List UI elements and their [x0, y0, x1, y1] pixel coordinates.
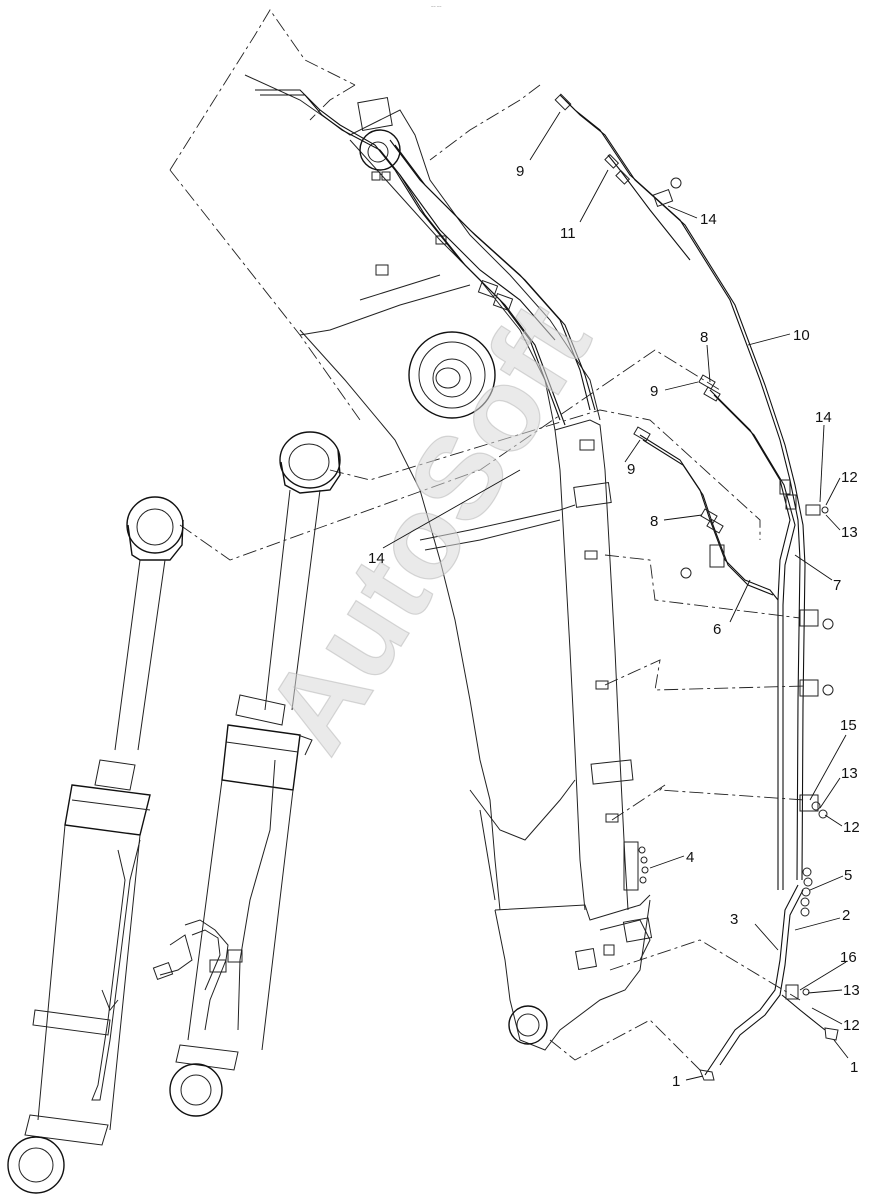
watermark-text: AutoSoft [240, 281, 616, 773]
callout-14a: 14 [700, 211, 717, 228]
callout-12b: 12 [843, 819, 860, 836]
callout-12c: 12 [843, 1017, 860, 1034]
hose-assemblies [554, 93, 839, 1081]
callout-13a: 13 [841, 524, 858, 541]
boom-top-pipes [255, 89, 596, 451]
callout-7: 7 [833, 577, 841, 594]
callout-6: 6 [713, 621, 721, 638]
callout-15: 15 [840, 717, 857, 734]
callout-14c: 14 [368, 550, 385, 567]
callout-10: 10 [793, 327, 810, 344]
callout-9b: 9 [650, 383, 658, 400]
callout-9a: 9 [516, 163, 524, 180]
callout-8b: 8 [650, 513, 658, 530]
callout-9c: 9 [627, 461, 635, 478]
callout-13b: 13 [841, 765, 858, 782]
boom-cylinder-left [7, 496, 184, 1194]
callout-12a: 12 [841, 469, 858, 486]
callout-5: 5 [844, 867, 852, 884]
callout-11: 11 [560, 225, 576, 242]
boom-cylinder-right [152, 431, 341, 1117]
callout-1b: 1 [850, 1059, 858, 1076]
callout-leaders [382, 111, 849, 1081]
callout-3: 3 [730, 911, 738, 928]
callout-2: 2 [842, 907, 850, 924]
callout-8a: 8 [700, 329, 708, 346]
callout-16: 16 [840, 949, 857, 966]
phantom-lines [179, 84, 806, 1071]
callout-1a: 1 [672, 1073, 680, 1090]
callout-14b: 14 [815, 409, 832, 426]
header-mark: ~~ ~~ [431, 4, 442, 9]
callout-13c: 13 [843, 982, 860, 999]
callout-labels: 9 11 14 10 8 9 9 14 12 13 8 14 7 6 15 13… [368, 163, 860, 1090]
callout-4: 4 [686, 849, 694, 866]
